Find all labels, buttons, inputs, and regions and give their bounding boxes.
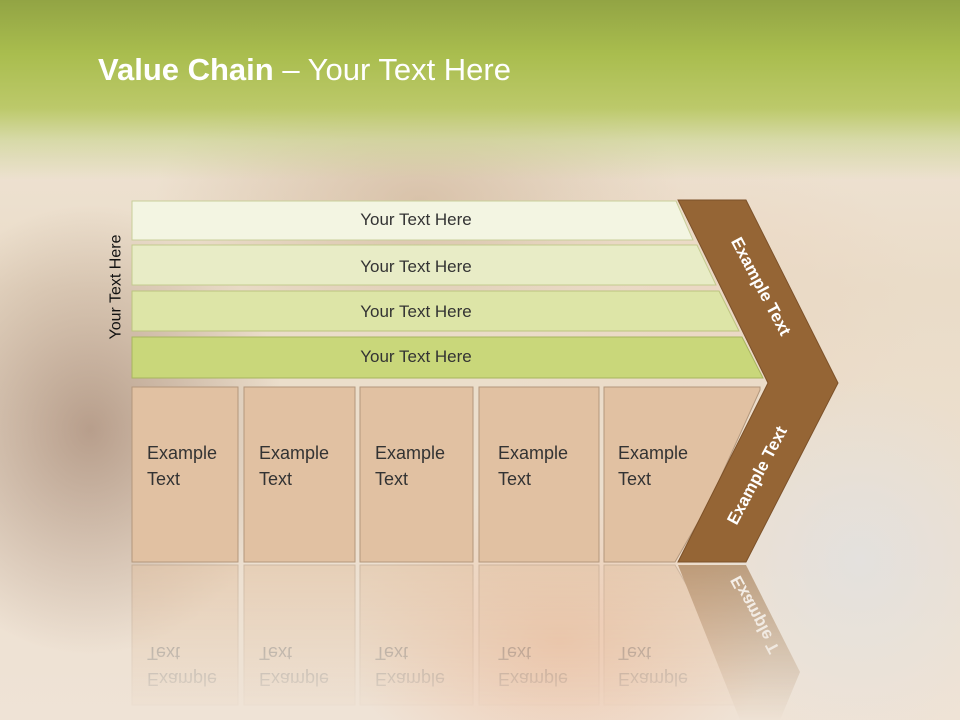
box-2[interactable] [243, 386, 356, 563]
reflection-box-3-line1: Example [375, 669, 445, 689]
chevron-arrow[interactable] [677, 199, 839, 563]
bar-3-label: Your Text Here [360, 302, 472, 321]
bar-2[interactable] [131, 244, 717, 286]
box-4-line1: Example [498, 443, 568, 463]
bar-3[interactable] [131, 290, 740, 332]
box-1-line2: Text [147, 469, 180, 489]
bar-1-label: Your Text Here [360, 210, 472, 229]
header-band [0, 0, 960, 180]
box-2-line1: Example [259, 443, 329, 463]
reflection-box-1-line1: Example [147, 669, 217, 689]
reflection-box-5-line2: Text [618, 643, 651, 663]
box-5-line2: Text [618, 469, 651, 489]
reflection: Example Text Example Text Example Text E… [131, 564, 800, 720]
reflection-box-5-line1: Example [618, 669, 688, 689]
bar-4-label: Your Text Here [360, 347, 472, 366]
box-4[interactable] [478, 386, 600, 563]
reflection-box-3-line2: Text [375, 643, 408, 663]
box-1-line1: Example [147, 443, 217, 463]
bar-1[interactable] [131, 200, 694, 241]
box-3-line2: Text [375, 469, 408, 489]
page-title: Value Chain – Your Text Here [98, 52, 511, 88]
bar-4[interactable] [131, 336, 764, 379]
reflection-box-2-line2: Text [259, 643, 292, 663]
reflection-box-2-line1: Example [259, 669, 329, 689]
box-3-line1: Example [375, 443, 445, 463]
bar-2-label: Your Text Here [360, 257, 472, 276]
box-3[interactable] [359, 386, 474, 563]
reflection-box-1-line2: Text [147, 643, 180, 663]
title-rest: – Your Text Here [273, 52, 511, 87]
reflection-box-4-line1: Example [498, 669, 568, 689]
box-4-line2: Text [498, 469, 531, 489]
reflection-box-4-line2: Text [498, 643, 531, 663]
box-5-line1: Example [618, 443, 688, 463]
title-bold: Value Chain [98, 52, 274, 87]
box-1[interactable] [131, 386, 239, 563]
box-2-line2: Text [259, 469, 292, 489]
